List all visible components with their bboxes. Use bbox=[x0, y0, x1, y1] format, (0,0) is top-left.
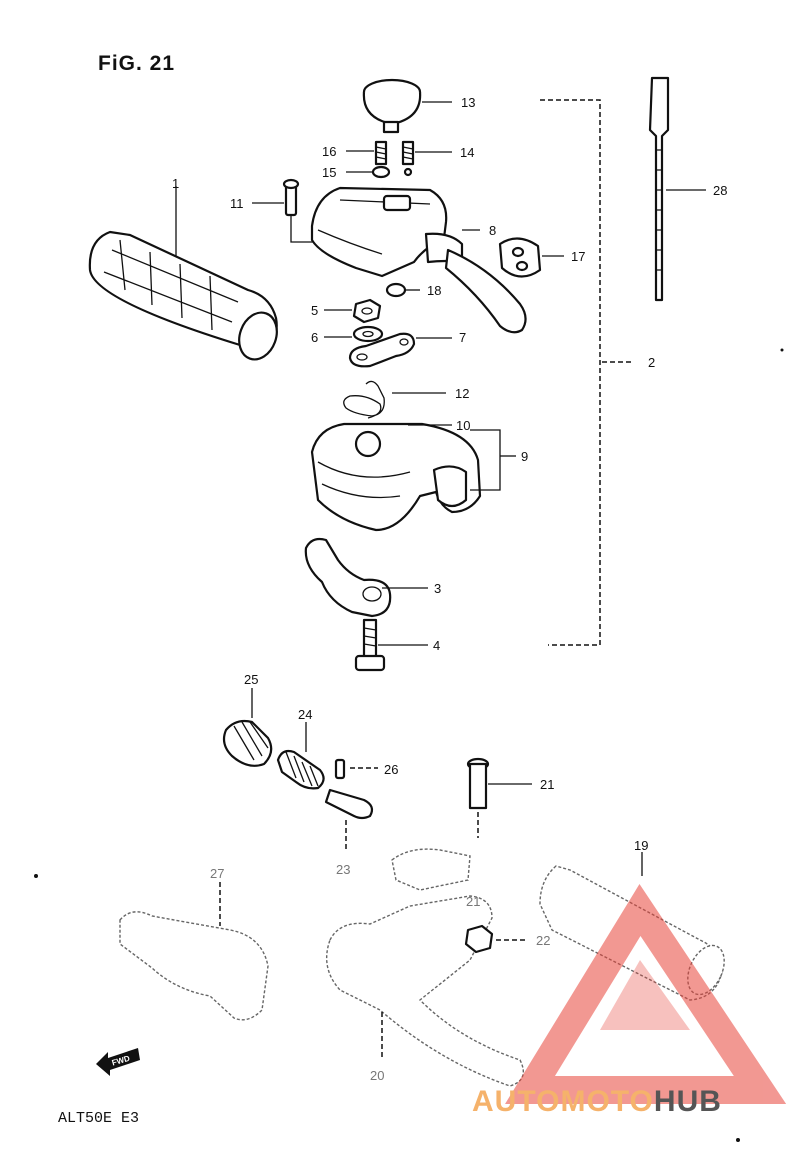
callout-3: 3 bbox=[434, 581, 441, 596]
part-12-spring bbox=[343, 380, 446, 419]
part-10-ball bbox=[354, 424, 452, 458]
part-13-knob bbox=[362, 78, 452, 134]
part-6-washer bbox=[324, 325, 384, 343]
part-21-bolt bbox=[466, 757, 532, 838]
callout-21: 21 bbox=[540, 777, 554, 792]
part-25-boot bbox=[222, 688, 273, 767]
watermark-word-automoto: AUTOMOTO bbox=[472, 1085, 654, 1118]
forward-direction-badge: FWD bbox=[96, 1048, 140, 1076]
callout-15: 15 bbox=[322, 165, 336, 180]
part-28-cable bbox=[648, 76, 706, 302]
part-5-nut bbox=[324, 298, 382, 324]
callout-28: 28 bbox=[713, 183, 727, 198]
callout-14: 14 bbox=[460, 145, 474, 160]
callout-25: 25 bbox=[244, 672, 258, 687]
callout-26: 26 bbox=[384, 762, 398, 777]
callout-10: 10 bbox=[456, 418, 470, 433]
callout-11: 11 bbox=[230, 196, 244, 211]
watermark-wordmark: AUTOMOTOHUB bbox=[472, 1085, 722, 1119]
part-7-terminal-plate bbox=[348, 332, 452, 368]
callout-5: 5 bbox=[311, 303, 318, 318]
watermark-word-hub: HUB bbox=[653, 1085, 722, 1118]
part-9-lower-housing bbox=[310, 422, 516, 532]
part-26-pin bbox=[334, 758, 378, 780]
part-27-lever-housing bbox=[119, 882, 269, 1021]
callout-16: 16 bbox=[322, 144, 336, 159]
callout-18: 18 bbox=[427, 283, 441, 298]
part-8-upper-housing bbox=[310, 186, 527, 334]
watermark-logo-mark bbox=[505, 883, 787, 1104]
part-17-grommet bbox=[498, 237, 564, 278]
callout-1: 1 bbox=[172, 176, 179, 191]
part-20-lever bbox=[326, 848, 524, 1087]
callout-13: 13 bbox=[461, 95, 475, 110]
part-16-spring-screw bbox=[346, 140, 388, 166]
callout-2: 2 bbox=[648, 355, 655, 370]
callout-17: 17 bbox=[571, 249, 585, 264]
part-18-small-nut bbox=[385, 282, 420, 298]
part-4-bolt bbox=[354, 618, 428, 672]
assembly-bracket-2 bbox=[540, 99, 632, 646]
part-24-spring bbox=[276, 722, 325, 790]
callout-24: 24 bbox=[298, 707, 312, 722]
callout-6: 6 bbox=[311, 330, 318, 345]
model-code-label: ALT50E E3 bbox=[58, 1110, 140, 1127]
callout-22: 22 bbox=[536, 933, 550, 948]
callout-27: 27 bbox=[210, 866, 224, 881]
part-14-spring bbox=[401, 140, 452, 166]
callout-21-secondary: 21 bbox=[466, 894, 480, 909]
part-23-pin bbox=[324, 788, 374, 852]
callout-20: 20 bbox=[370, 1068, 384, 1083]
part-1-left-grip bbox=[88, 186, 278, 361]
part-15-ball bbox=[346, 165, 413, 179]
callout-23: 23 bbox=[336, 862, 350, 877]
callout-12: 12 bbox=[455, 386, 469, 401]
callout-8: 8 bbox=[489, 223, 496, 238]
callout-9: 9 bbox=[521, 449, 528, 464]
callout-19: 19 bbox=[634, 838, 648, 853]
callout-7: 7 bbox=[459, 330, 466, 345]
part-22-nut bbox=[464, 924, 526, 954]
callout-4: 4 bbox=[433, 638, 440, 653]
figure-title: FiG. 21 bbox=[98, 52, 176, 75]
part-3-bracket bbox=[304, 537, 428, 618]
